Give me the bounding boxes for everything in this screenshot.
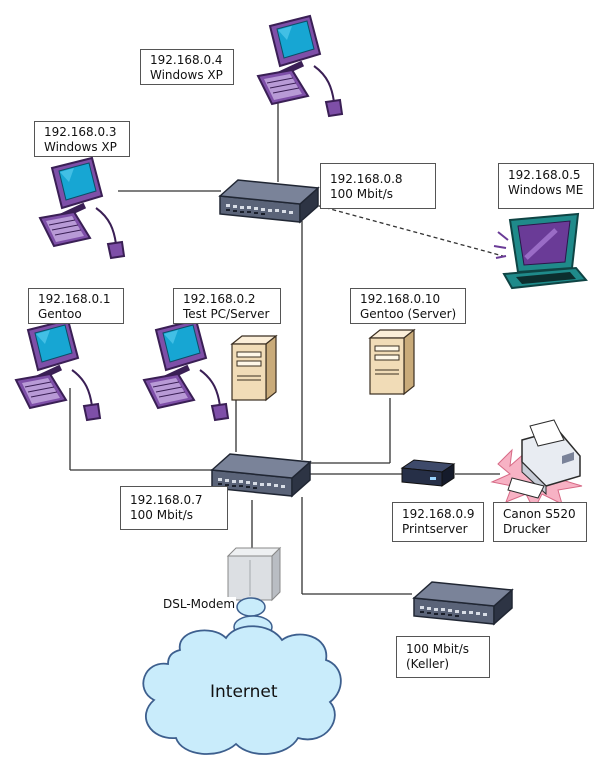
ip-text: 192.168.0.3 — [44, 125, 117, 139]
computer-icon-pc4 — [257, 15, 343, 117]
server-tower-icon-10 — [369, 329, 415, 395]
speed-text: 100 Mbit/s — [330, 187, 394, 201]
switch-icon-top — [219, 179, 319, 223]
computer-icon-pc1 — [15, 319, 101, 421]
dsl-modem-icon — [226, 546, 282, 602]
ip-text: 192.168.0.5 — [508, 168, 581, 182]
switch-icon-keller — [413, 581, 513, 625]
label-laptop5: 192.168.0.5 Windows ME — [498, 163, 594, 209]
ip-text: 192.168.0.9 — [402, 507, 475, 521]
device-text: Printserver — [402, 522, 468, 536]
label-pc1: 192.168.0.1 Gentoo — [28, 288, 124, 324]
printer-icon — [490, 419, 583, 512]
label-switch-keller: 100 Mbit/s (Keller) — [396, 636, 490, 678]
speed-text: 100 Mbit/s — [406, 642, 470, 656]
os-text: Windows XP — [44, 140, 117, 154]
ip-text: 192.168.0.7 — [130, 493, 203, 507]
ip-text: 192.168.0.4 — [150, 53, 223, 67]
os-text: Windows ME — [508, 183, 584, 197]
label-pc4: 192.168.0.4 Windows XP — [140, 49, 234, 85]
os-text: Windows XP — [150, 68, 223, 82]
printserver-icon — [400, 459, 456, 487]
server-tower-icon-pc2 — [231, 335, 277, 401]
os-text: Gentoo — [38, 307, 82, 321]
label-switch-top: 192.168.0.8 100 Mbit/s — [320, 163, 436, 209]
label-switch-main: 192.168.0.7 100 Mbit/s — [120, 486, 228, 530]
label-pc2: 192.168.0.2 Test PC/Server — [173, 288, 281, 324]
speed-text: 100 Mbit/s — [130, 508, 194, 522]
laptop-icon — [493, 212, 588, 290]
os-text: Test PC/Server — [183, 307, 270, 321]
wireless-link — [311, 203, 504, 257]
location-text: (Keller) — [406, 657, 450, 671]
printer-name-text: Canon S520 — [503, 507, 576, 521]
computer-icon-pc3 — [39, 157, 125, 259]
label-pc3: 192.168.0.3 Windows XP — [34, 121, 130, 157]
internet-cloud — [142, 625, 342, 755]
label-printserver: 192.168.0.9 Printserver — [392, 502, 484, 542]
label-server10: 192.168.0.10 Gentoo (Server) — [350, 288, 466, 324]
ip-text: 192.168.0.2 — [183, 292, 256, 306]
label-printer: Canon S520 Drucker — [493, 502, 587, 542]
computer-icon-pc2 — [143, 319, 229, 421]
internet-label: Internet — [210, 682, 278, 702]
dsl-modem-label: DSL-Modem — [162, 597, 237, 611]
ip-text: 192.168.0.10 — [360, 292, 441, 306]
os-text: Gentoo (Server) — [360, 307, 457, 321]
device-text: Drucker — [503, 522, 551, 536]
ip-text: 192.168.0.1 — [38, 292, 111, 306]
ip-text: 192.168.0.8 — [330, 172, 403, 186]
